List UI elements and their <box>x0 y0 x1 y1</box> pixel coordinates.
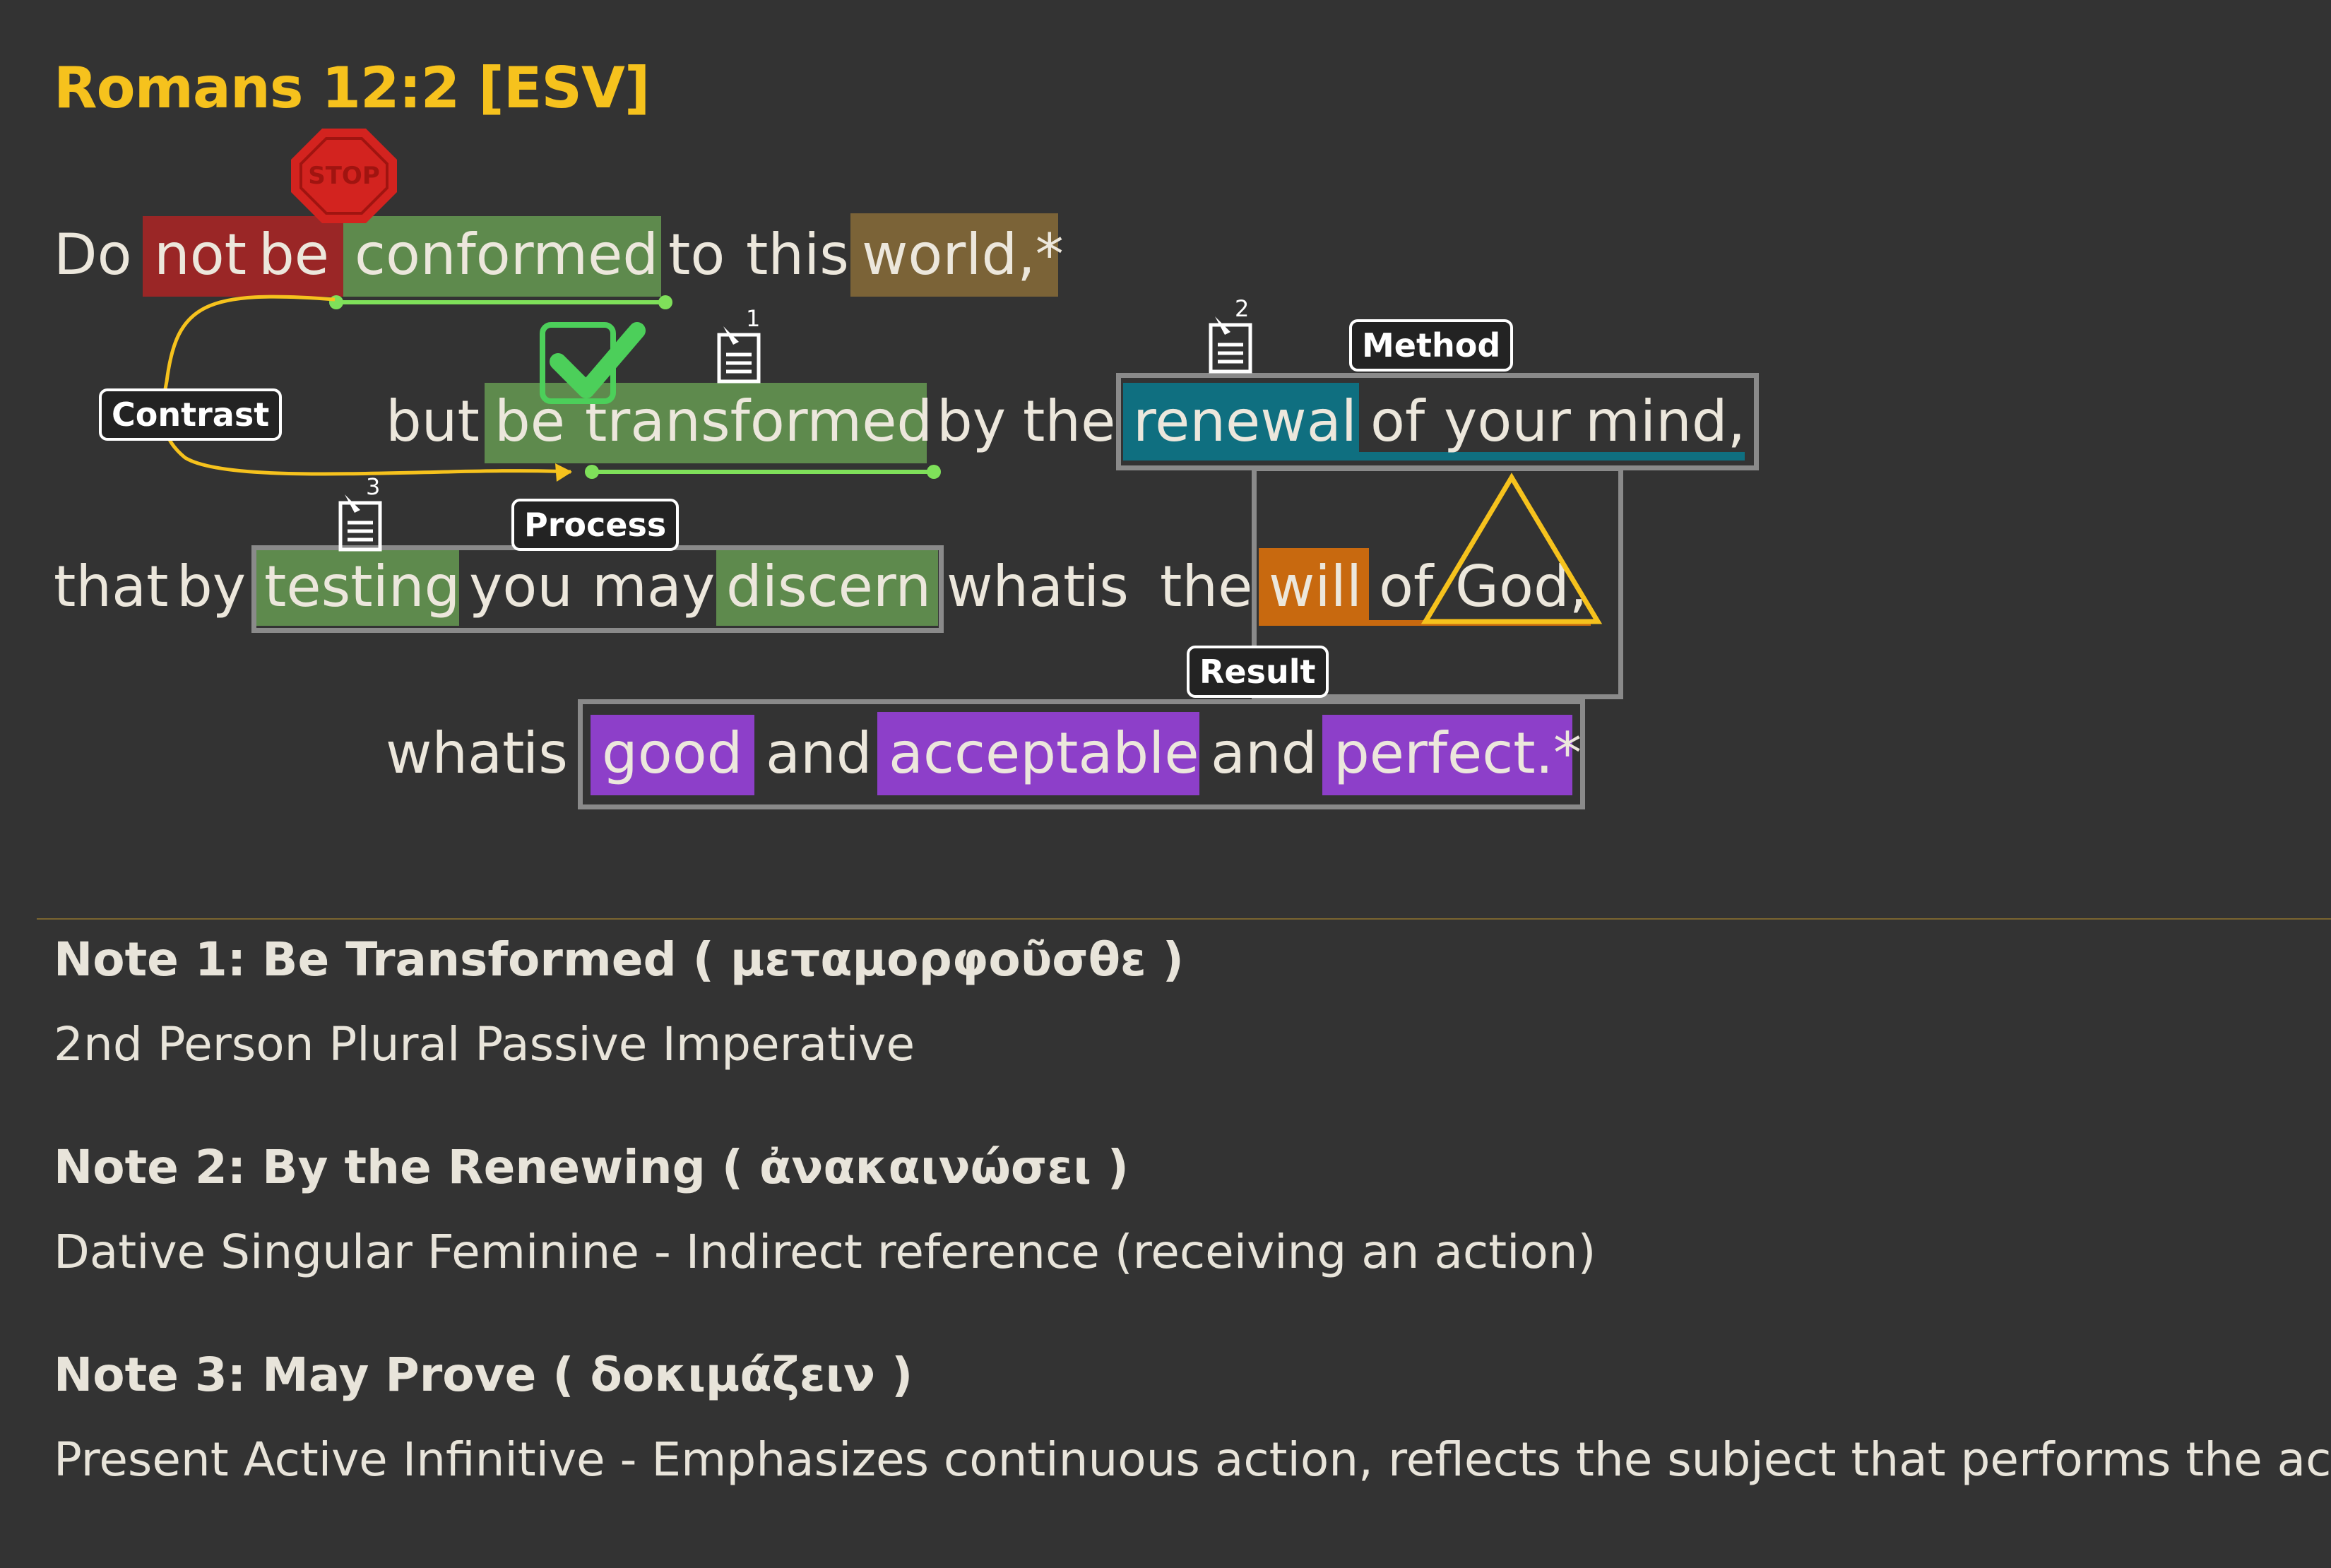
verse-word: of <box>1379 554 1434 619</box>
note-2-body: Dative Singular Feminine - Indirect refe… <box>54 1225 1596 1279</box>
highlight-be-transformed <box>485 383 927 463</box>
verse-word: what <box>386 720 525 786</box>
verse-word: world,* <box>862 222 1064 287</box>
verse-word: be <box>259 222 329 287</box>
note-3-body: Present Active Infinitive - Emphasizes c… <box>54 1432 2331 1487</box>
highlight-good <box>591 715 754 795</box>
verse-word: transformed <box>585 388 933 454</box>
highlight-testing <box>256 548 459 626</box>
stop-sign-icon: STOP <box>291 129 397 223</box>
underline-handle <box>585 465 599 479</box>
box-will-of-god <box>1252 466 1623 699</box>
highlight-will <box>1259 548 1369 626</box>
verse-word: testing <box>264 554 461 619</box>
verse-word: acceptable <box>889 720 1199 786</box>
checkmark-icon <box>540 322 646 404</box>
verse-word: this <box>746 222 849 287</box>
note-pin-icon <box>338 494 382 552</box>
highlight-renewal <box>1123 383 1359 461</box>
verse-word: of <box>1370 388 1425 454</box>
label-contrast[interactable]: Contrast <box>99 388 283 441</box>
note-pin-icon <box>717 326 761 384</box>
highlight-world <box>850 213 1058 297</box>
underline-handle <box>658 295 672 309</box>
verse-word: good <box>602 720 743 786</box>
note-marker-2: 2 <box>1235 295 1249 322</box>
verse-word: may <box>592 554 716 619</box>
contrast-connector <box>161 295 571 476</box>
verse-word: discern <box>726 554 932 619</box>
box-good-acceptable-perfect <box>578 699 1585 809</box>
note-marker-3: 3 <box>366 473 380 500</box>
note-marker-1: 1 <box>746 305 760 332</box>
verse-word: what <box>947 554 1086 619</box>
verse-word: perfect.* <box>1334 720 1582 786</box>
verse-word: you <box>469 554 573 619</box>
underline-renewal-phrase <box>1123 452 1745 461</box>
verse-word: and <box>766 720 872 786</box>
triangle-icon <box>1420 473 1603 624</box>
label-process[interactable]: Process <box>511 499 680 551</box>
note-1-title: Note 1: Be Transformed ( μεταμορφοῦσθε ) <box>54 932 1184 987</box>
verse-word: is <box>1084 554 1129 619</box>
highlight-conformed <box>343 216 661 297</box>
label-method[interactable]: Method <box>1349 319 1514 372</box>
verse-word: and <box>1211 720 1317 786</box>
verse-word: renewal <box>1133 388 1357 454</box>
verse-word: is <box>523 720 568 786</box>
verse-word: by <box>937 388 1007 454</box>
note-2-title: Note 2: By the Renewing ( ἀνακαινώσει ) <box>54 1140 1129 1194</box>
highlight-discern <box>716 548 938 626</box>
verse-word: to <box>668 222 725 287</box>
verse-word: that <box>54 554 169 619</box>
verse-word: not <box>154 222 247 287</box>
verse-word: the <box>1160 554 1253 619</box>
verse-word: by <box>177 554 247 619</box>
verse-word: mind, <box>1585 388 1746 454</box>
note-3-title: Note 3: May Prove ( δοκιμάζειν ) <box>54 1348 913 1402</box>
stop-sign-label: STOP <box>308 162 380 190</box>
arrowhead-icon <box>555 463 572 482</box>
note-pin-icon <box>1209 316 1252 374</box>
verse-word: will <box>1269 554 1363 619</box>
verse-word: your <box>1444 388 1571 454</box>
verse-word: conformed <box>355 222 659 287</box>
underline-handle <box>927 465 941 479</box>
label-result[interactable]: Result <box>1187 646 1329 698</box>
annotation-overlay: STOP 1 2 3 <box>161 129 1603 626</box>
note-1-body: 2nd Person Plural Passive Imperative <box>54 1017 915 1071</box>
verse-word: Do <box>54 222 132 287</box>
verse-word: but <box>386 388 480 454</box>
page-title: Romans 12:2 [ESV] <box>54 55 650 121</box>
highlight-not-be <box>143 216 343 297</box>
highlight-acceptable <box>877 712 1199 795</box>
verse-word: the <box>1023 388 1116 454</box>
highlight-perfect <box>1322 715 1572 795</box>
underline-handle <box>329 295 343 309</box>
section-divider <box>37 918 2331 920</box>
